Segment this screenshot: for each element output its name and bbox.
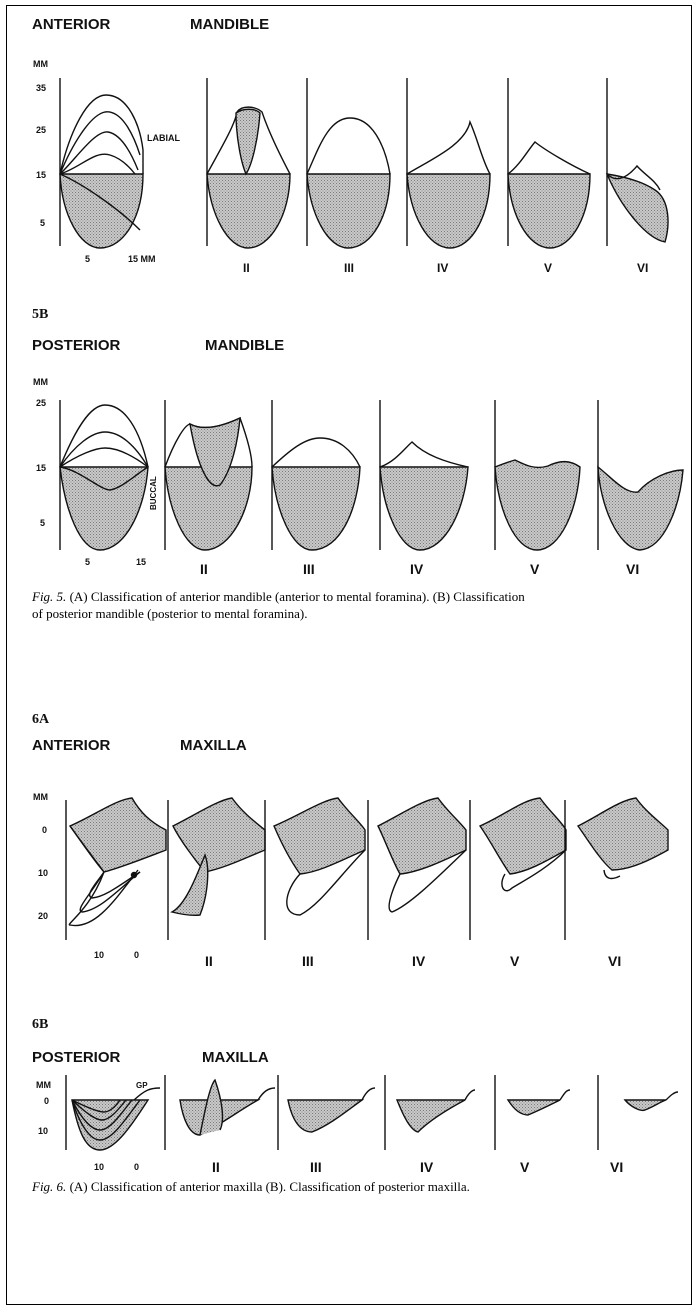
section-label: 6B (32, 1017, 48, 1032)
x-tick: 15 (136, 557, 146, 567)
annotation-buccal: BUCCAL (149, 476, 158, 510)
class-label: III (303, 561, 315, 577)
y-tick: 25 (36, 398, 46, 408)
class-label: IV (437, 261, 448, 275)
class-label: VI (608, 953, 621, 969)
class-v-shape (507, 173, 591, 249)
class-i-outline (59, 131, 139, 175)
class-i-outline (59, 111, 141, 175)
title-word1: POSTERIOR (32, 1049, 121, 1066)
x-tick: 0 (134, 1162, 139, 1172)
annotation-labial: LABIAL (147, 133, 180, 143)
class-label: IV (410, 561, 424, 577)
title-word1: ANTERIOR (32, 16, 111, 33)
axis-unit: MM (33, 792, 48, 802)
class-label: VI (626, 561, 639, 577)
y-tick: 20 (38, 911, 48, 921)
x-tick: 15 MM (128, 254, 156, 264)
class-label: III (310, 1159, 322, 1175)
title-word1: POSTERIOR (32, 337, 121, 354)
panel-anterior-mandible (59, 78, 669, 249)
figure-5-caption: Fig. 5. (A) Classification of anterior m… (32, 588, 682, 622)
axis-unit: MM (36, 1080, 51, 1090)
class-label: II (200, 561, 208, 577)
y-tick: 35 (36, 83, 46, 93)
caption-line: (A) Classification of anterior maxilla (… (66, 1179, 470, 1194)
panel-posterior-maxilla (65, 1075, 679, 1151)
class-label: V (530, 561, 540, 577)
class-label: VI (610, 1159, 623, 1175)
class-label: IV (412, 953, 426, 969)
axis-unit: MM (33, 59, 48, 69)
class-iii-shape (306, 173, 391, 249)
class-i-outline (59, 94, 144, 175)
caption-fig-number: Fig. 6. (32, 1179, 67, 1194)
x-tick: 5 (85, 254, 90, 264)
y-tick: 25 (36, 125, 46, 135)
x-tick: 5 (85, 557, 90, 567)
axis-unit: MM (33, 377, 48, 387)
class-label: III (302, 953, 314, 969)
title-word2: MANDIBLE (205, 337, 284, 354)
x-tick: 10 (94, 1162, 104, 1172)
y-tick: 0 (44, 1096, 49, 1106)
page-frame (6, 5, 692, 1305)
y-tick: 10 (38, 1126, 48, 1136)
y-tick: 15 (36, 170, 46, 180)
title-word1: ANTERIOR (32, 737, 111, 754)
class-i-shape-b (59, 466, 149, 551)
y-tick: 15 (36, 463, 46, 473)
figure-6-caption: Fig. 6. (A) Classification of anterior m… (32, 1178, 682, 1195)
section-label: 6A (32, 712, 50, 727)
y-tick: 5 (40, 218, 45, 228)
class-i-outline (59, 153, 136, 175)
class-label: VI (637, 261, 648, 275)
class-label: V (520, 1159, 530, 1175)
x-tick: 0 (134, 950, 139, 960)
x-tick: 10 (94, 950, 104, 960)
caption-line: (A) Classification of anterior mandible … (66, 589, 525, 604)
y-tick: 0 (42, 825, 47, 835)
class-label: IV (420, 1159, 434, 1175)
panel-anterior-maxilla (65, 797, 669, 940)
title-word2: MAXILLA (202, 1049, 269, 1066)
class-label: V (510, 953, 520, 969)
y-tick: 5 (40, 518, 45, 528)
class-label: II (212, 1159, 220, 1175)
class-vi-shape (605, 173, 669, 243)
class-i-shape (59, 173, 144, 249)
class-i-outline (59, 173, 141, 231)
class-label: II (205, 953, 213, 969)
title-word2: MAXILLA (180, 737, 247, 754)
class-label: V (544, 261, 552, 275)
section-label: 5B (32, 307, 48, 322)
title-word2: MANDIBLE (190, 16, 269, 33)
class-ii-shape (206, 173, 291, 249)
class-label: II (243, 261, 250, 275)
class-iv-shape (406, 173, 491, 249)
class-label: III (344, 261, 354, 275)
caption-line: of posterior mandible (posterior to ment… (32, 606, 308, 621)
y-tick: 10 (38, 868, 48, 878)
annotation-gp: GP (136, 1081, 148, 1090)
panel-posterior-mandible (59, 400, 684, 551)
caption-fig-number: Fig. 5. (32, 589, 67, 604)
